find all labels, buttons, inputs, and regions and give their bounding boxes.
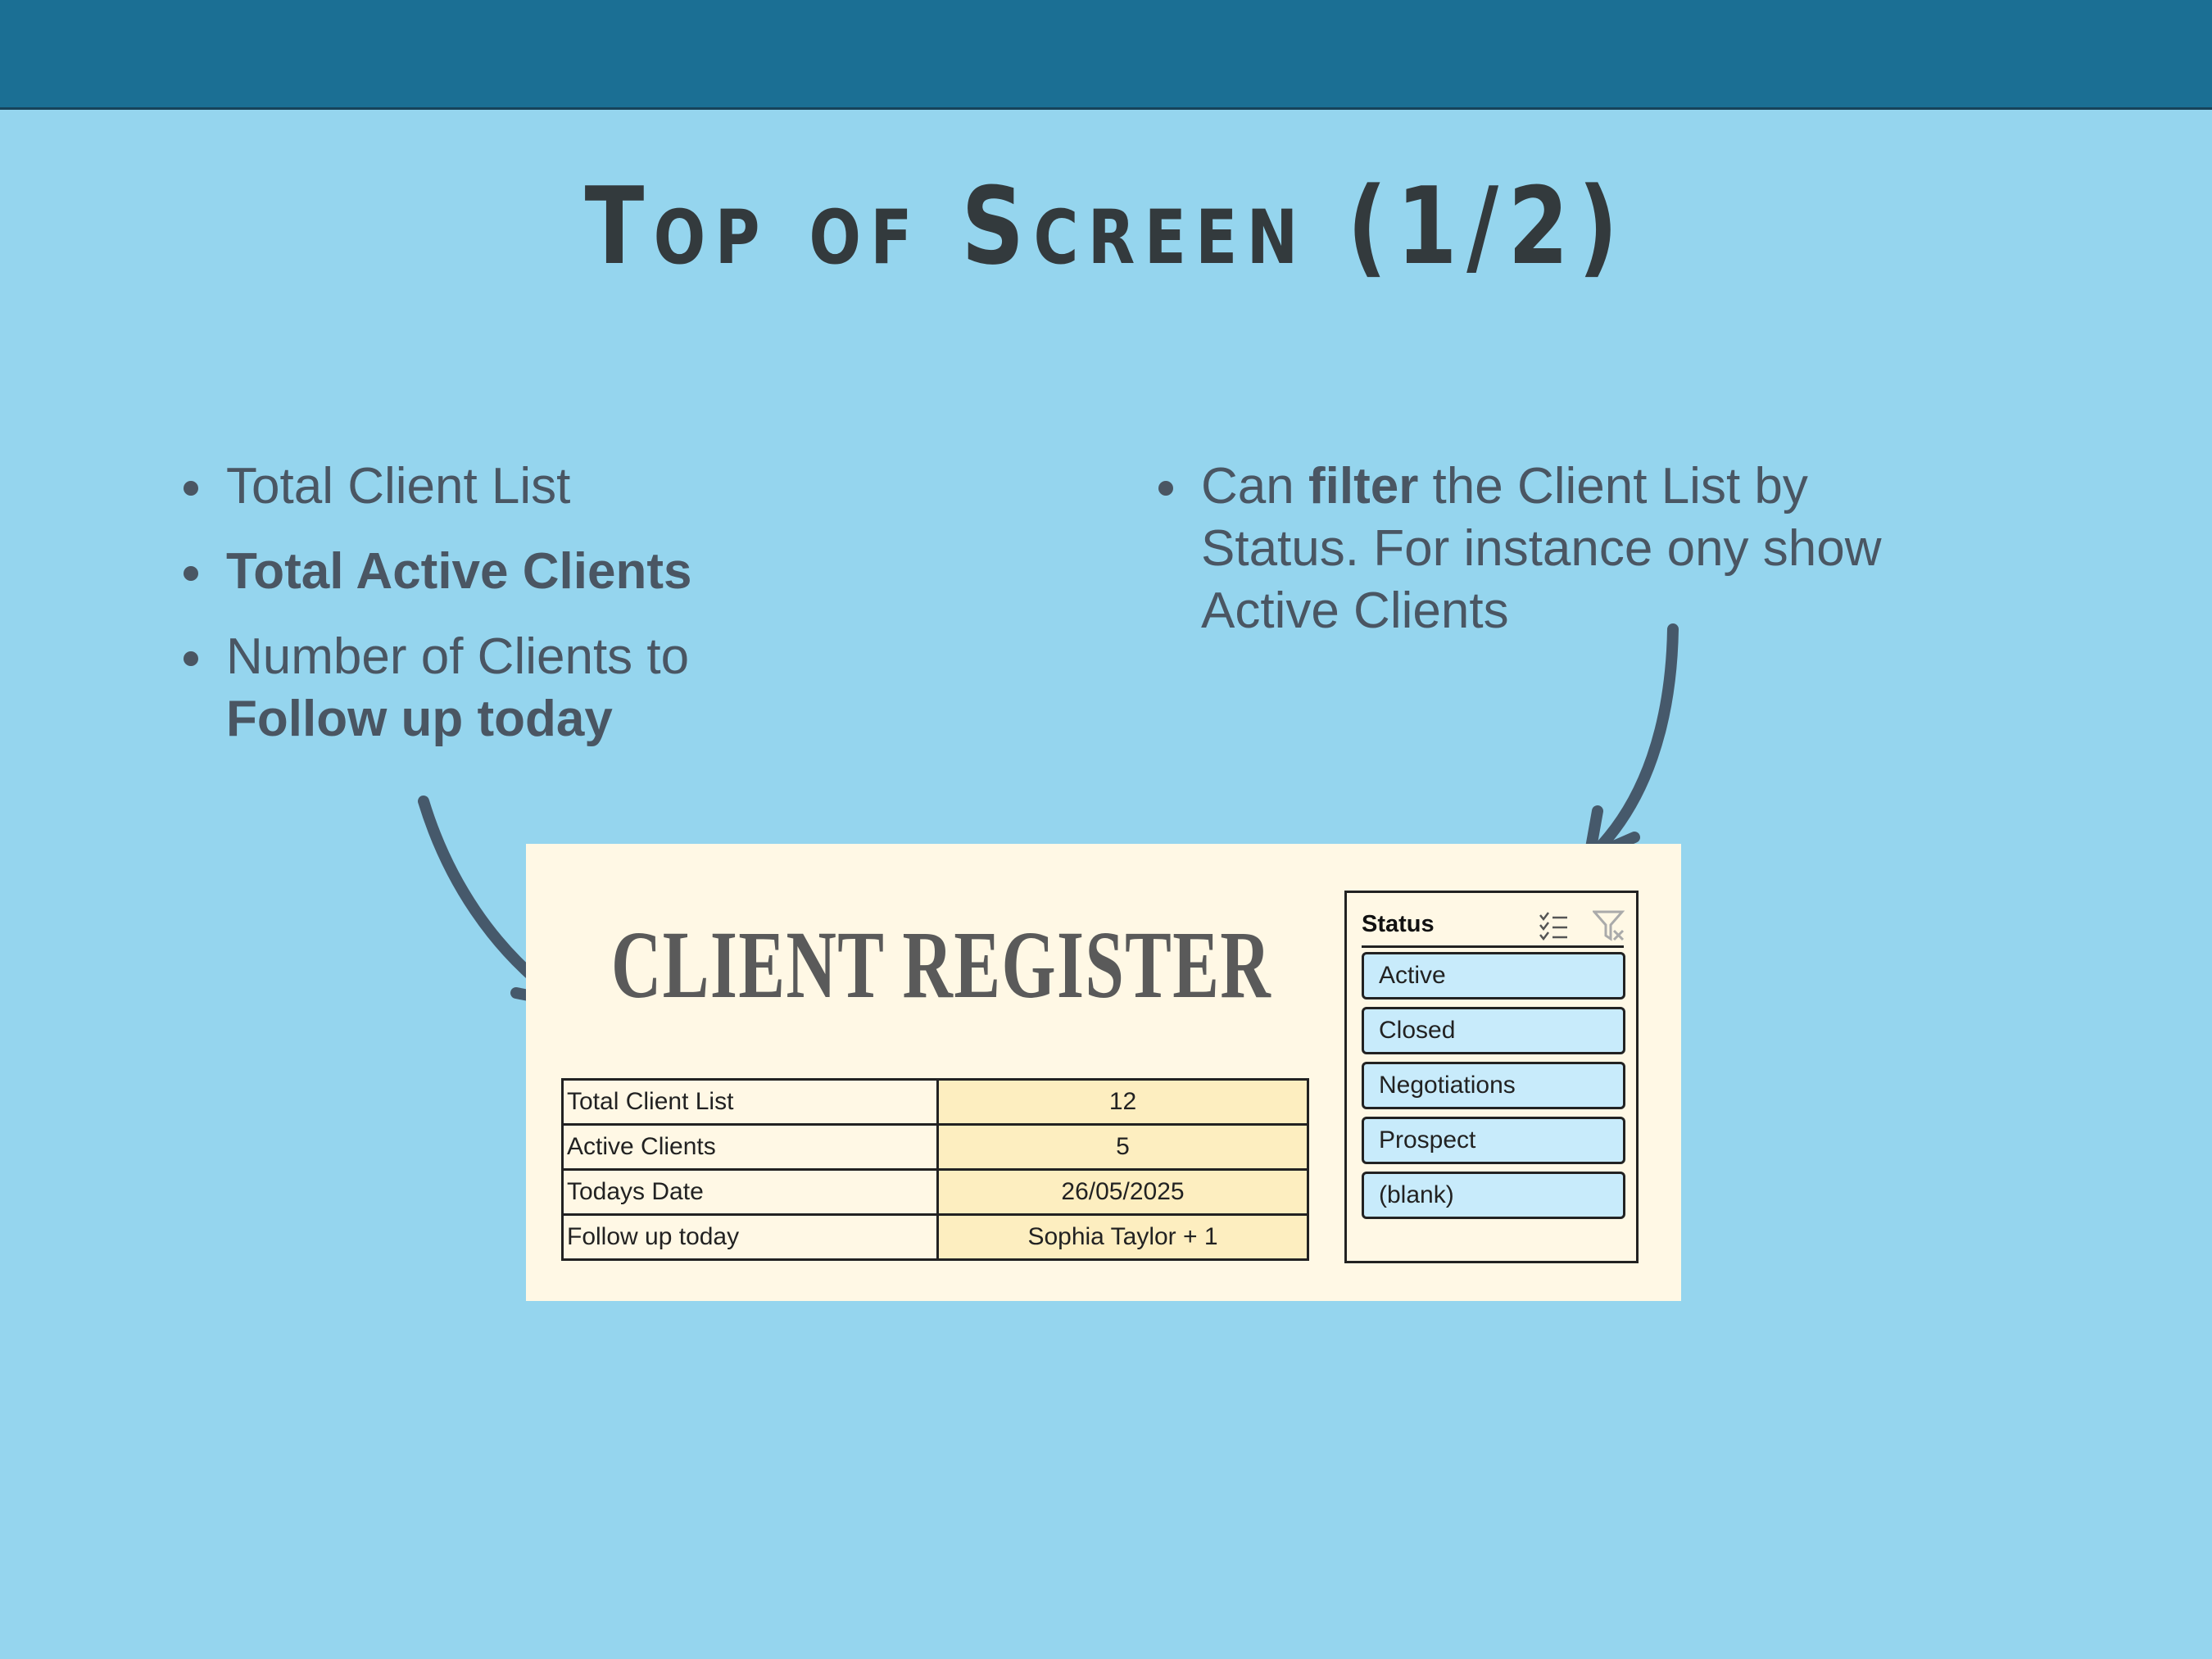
row-label: Follow up today — [561, 1213, 939, 1261]
bullet-text: Total Active Clients — [226, 543, 692, 600]
slicer-item-blank[interactable]: (blank) — [1362, 1172, 1625, 1219]
row-value[interactable]: 26/05/2025 — [936, 1168, 1309, 1216]
clear-filter-icon[interactable] — [1593, 909, 1625, 942]
row-value[interactable]: 5 — [936, 1123, 1309, 1171]
bullet-text: Number of Clients to — [226, 628, 690, 685]
row-label: Active Clients — [561, 1123, 939, 1171]
top-bar — [0, 0, 2212, 110]
bullet-bold-text: filter — [1308, 458, 1419, 514]
page-title: Top of Screen (1/2) — [584, 164, 1628, 288]
bullet-total-active-clients: Total Active Clients — [183, 541, 692, 603]
bullet-total-client-list: Total Client List — [183, 456, 691, 518]
bullet-text: Can — [1201, 458, 1308, 514]
slicer-header: Status — [1362, 904, 1625, 948]
multi-select-icon[interactable] — [1538, 911, 1571, 941]
slicer-item-negotiations[interactable]: Negotiations — [1362, 1062, 1625, 1109]
bullet-follow-up: Number of Clients to Follow up today — [183, 626, 691, 750]
row-label: Total Client List — [561, 1078, 939, 1126]
row-value[interactable]: Sophia Taylor + 1 — [936, 1213, 1309, 1261]
left-bullet-list: Total Client List Total Active Clients N… — [183, 456, 692, 773]
bullet-text: Total Client List — [226, 458, 571, 514]
slicer-title: Status — [1362, 911, 1435, 937]
right-bullet-list: Can filter the Client List by Status. Fo… — [1158, 456, 1938, 665]
right-arrow-icon — [1585, 623, 1679, 862]
register-title: CLIENT REGISTER — [611, 911, 1272, 1018]
row-label: Todays Date — [561, 1168, 939, 1216]
slicer-item-active[interactable]: Active — [1362, 952, 1625, 999]
row-value[interactable]: 12 — [936, 1078, 1309, 1126]
bullet-bold-text: Follow up today — [226, 691, 613, 747]
bullet-filter: Can filter the Client List by Status. Fo… — [1158, 456, 1938, 642]
bullet-text: the Client List by Status. For instance … — [1201, 458, 1882, 639]
slicer-item-prospect[interactable]: Prospect — [1362, 1117, 1625, 1164]
status-slicer: Status Active Closed Negotiations Prospe… — [1344, 891, 1639, 1263]
slicer-item-closed[interactable]: Closed — [1362, 1007, 1625, 1054]
